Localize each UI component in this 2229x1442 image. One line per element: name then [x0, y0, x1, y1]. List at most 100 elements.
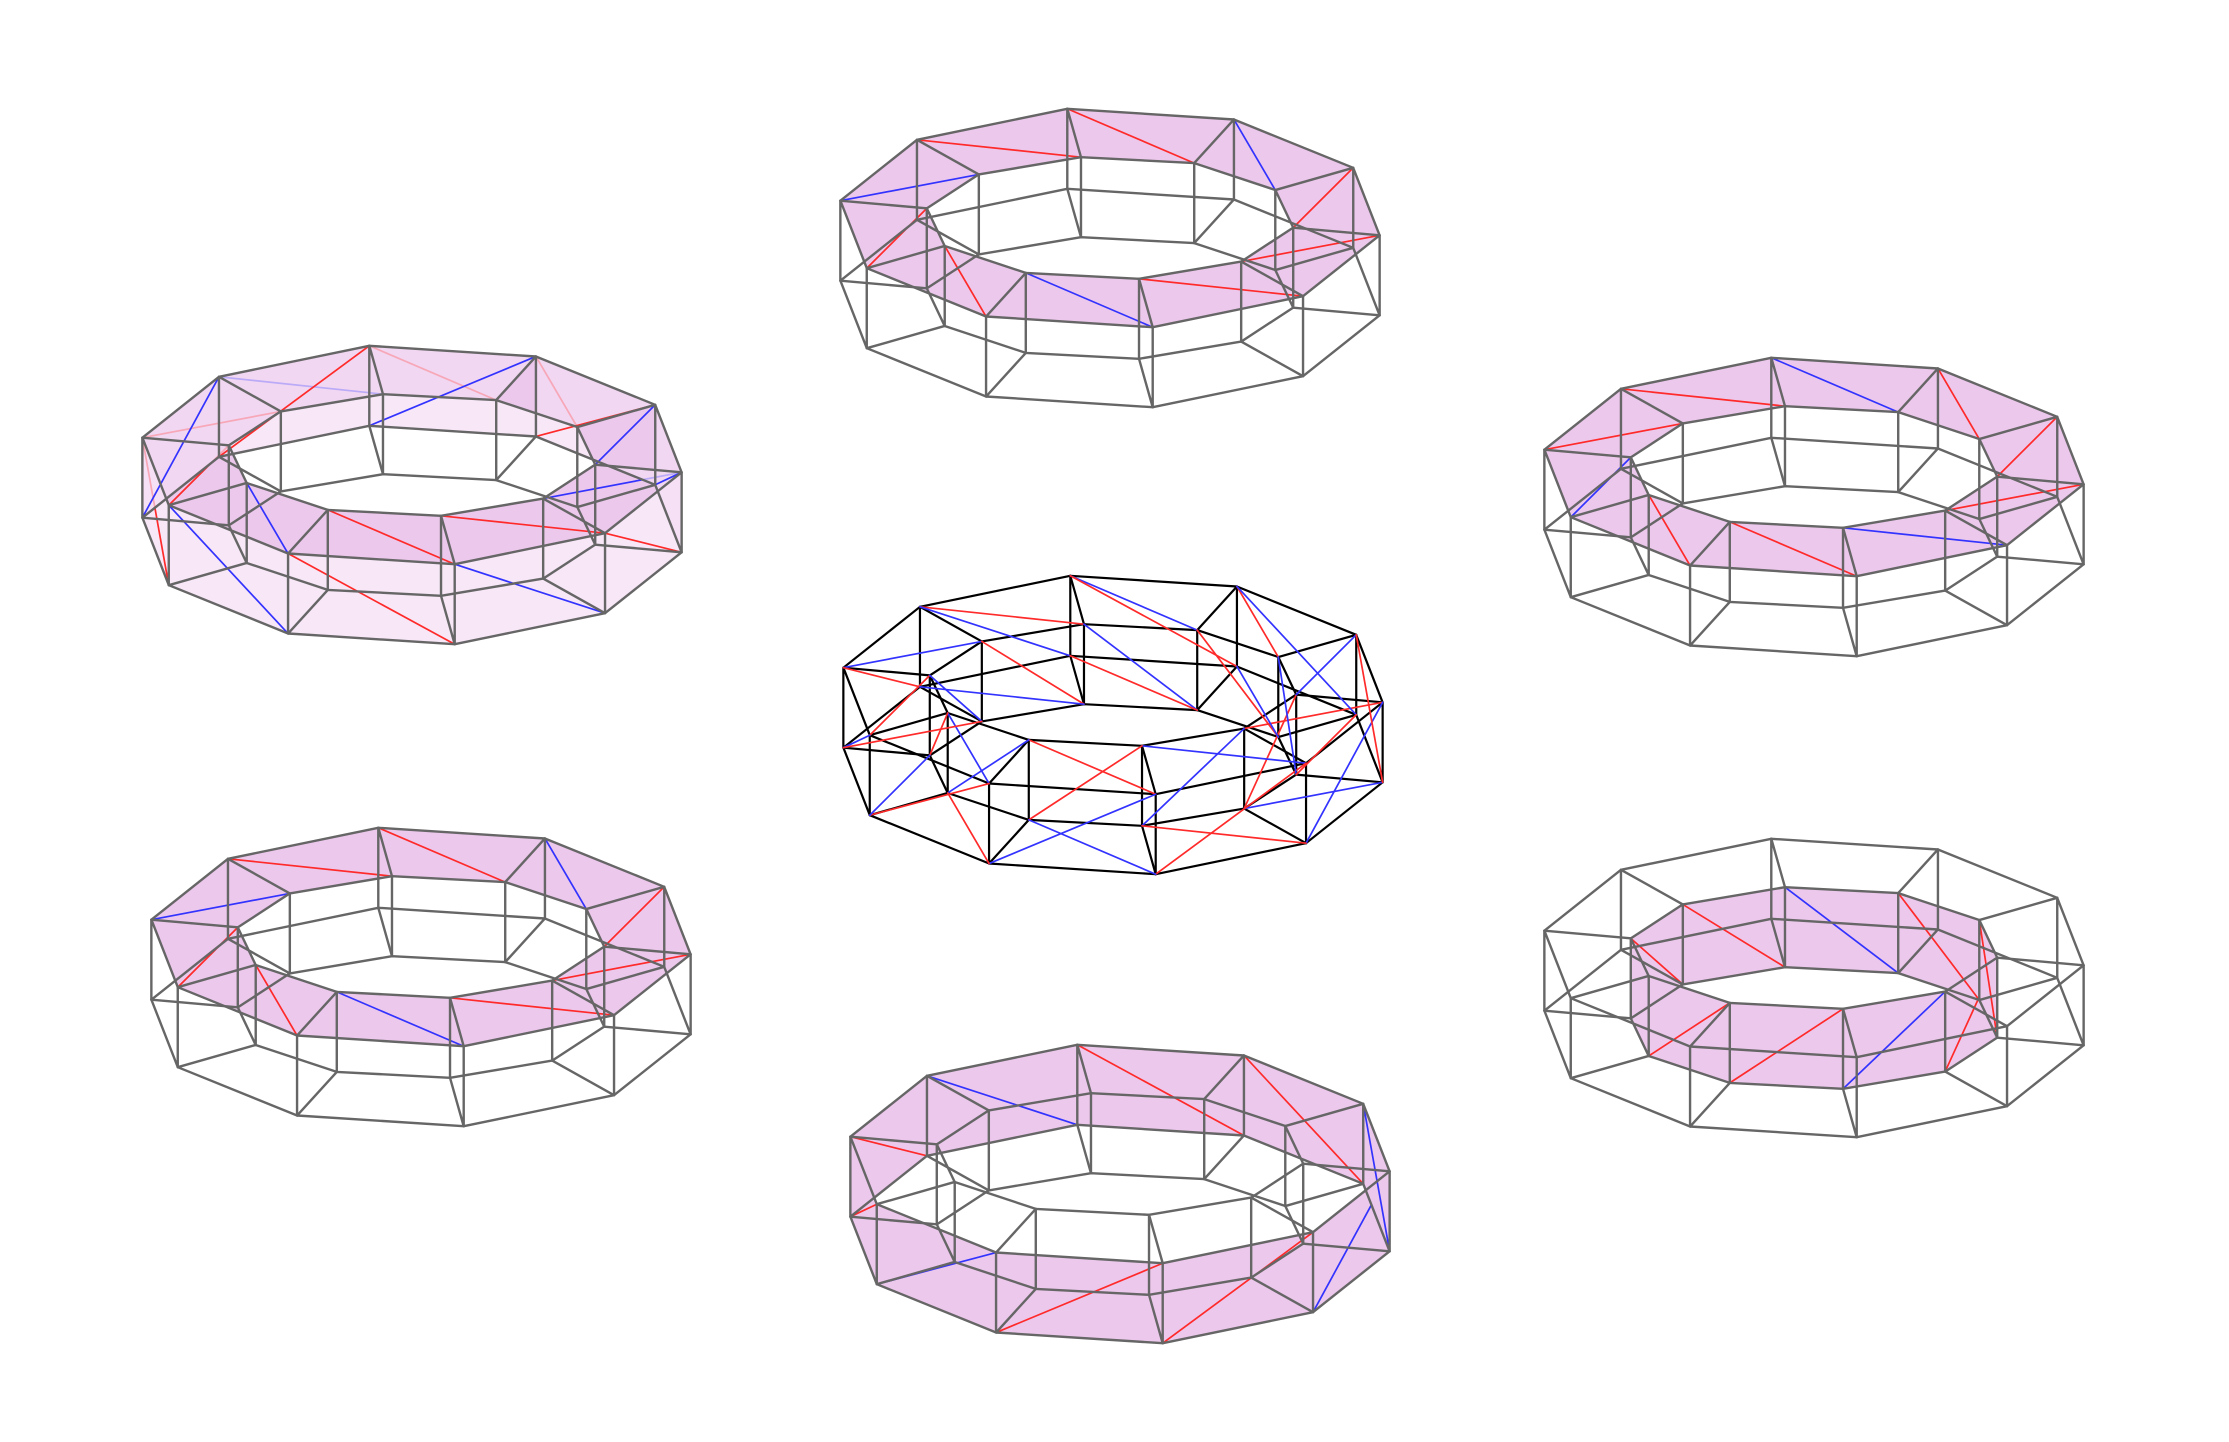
strut-edge — [1897, 367, 1940, 414]
band-diagonal — [287, 552, 456, 646]
strut-edge — [1996, 956, 2085, 967]
panel-center — [842, 574, 1384, 876]
cross-diagonal — [842, 640, 983, 669]
strut-edge — [377, 826, 394, 878]
band-diagonal — [1362, 1102, 1391, 1253]
strut-edge — [368, 344, 385, 396]
cross-diagonal — [1236, 585, 1280, 658]
band-diagonal — [377, 826, 507, 883]
strut-edge — [1193, 118, 1236, 165]
wireframe — [1543, 837, 2085, 1139]
band-diagonal — [218, 344, 371, 458]
band-diagonal — [839, 173, 980, 202]
band-diagonal — [603, 885, 666, 948]
cross-diagonal — [928, 712, 949, 757]
strut-edge — [1996, 1036, 2085, 1047]
band-diagonal — [440, 514, 606, 535]
strut-edge — [1978, 495, 2059, 521]
strut-edge — [1140, 744, 1157, 796]
band-diagonal — [1647, 494, 1691, 567]
strut-edge — [1239, 340, 1305, 378]
strut-edge — [1996, 555, 2085, 566]
strut-edge — [1203, 1054, 1246, 1101]
strut-edge — [1069, 574, 1086, 626]
band-diagonal — [1728, 521, 1858, 578]
cross-diagonal — [1277, 656, 1298, 776]
cross-diagonal — [1243, 701, 1384, 730]
strut-edge — [1239, 260, 1305, 298]
cross-diagonal — [1141, 727, 1246, 827]
band-diagonal — [1937, 367, 1981, 440]
band-faces — [849, 1043, 1391, 1345]
strut-edge — [1688, 600, 1731, 647]
strut-edge — [987, 818, 1030, 865]
strut-edge — [176, 963, 257, 989]
band-diagonal — [254, 964, 298, 1037]
strut-edge — [550, 979, 616, 1017]
wireframe — [141, 344, 683, 646]
strut-edge — [868, 711, 949, 737]
band-diagonal — [943, 245, 987, 318]
strut-edge — [504, 837, 547, 884]
cross-diagonal — [919, 605, 1085, 626]
cross-diagonal — [1355, 633, 1384, 784]
strut-edge — [167, 481, 248, 507]
band-diagonal — [1770, 356, 1900, 413]
wireframe — [839, 107, 1381, 409]
cross-diagonal — [842, 720, 983, 749]
strut-edge — [1619, 467, 1685, 505]
strut-edge — [1897, 848, 1940, 895]
band-diagonal — [1842, 526, 2008, 547]
strut-edge — [603, 1025, 692, 1036]
strut-edge — [1137, 277, 1154, 329]
strut-edge — [1619, 868, 1685, 906]
strut-edge — [286, 588, 329, 635]
strut-edge — [576, 483, 657, 509]
cross-diagonal — [1305, 701, 1384, 845]
strut-edge — [1543, 1009, 1632, 1020]
strut-edge — [839, 199, 928, 210]
cross-diagonal — [946, 739, 1030, 794]
panel-right-lower — [1543, 837, 2085, 1139]
strut-edge — [918, 685, 983, 723]
band-diagonal — [544, 837, 588, 910]
strut-edge — [1243, 727, 1308, 765]
strut-edge — [226, 937, 292, 975]
cross-diagonal — [919, 685, 1085, 706]
strut-edge — [875, 1260, 956, 1286]
band-diagonal — [594, 403, 657, 466]
strut-edge — [377, 906, 394, 958]
strut-edge — [1770, 917, 1787, 969]
strut-edge — [849, 1215, 938, 1226]
strut-edge — [1203, 1134, 1246, 1181]
cross-diagonal — [868, 674, 931, 737]
band-diagonal — [1138, 277, 1304, 298]
strut-edge — [1302, 1162, 1391, 1173]
strut-edge — [150, 998, 239, 1009]
strut-edge — [1770, 837, 1787, 889]
strut-edge — [1066, 107, 1083, 159]
band-diagonal — [1240, 234, 1381, 263]
strut-edge — [1688, 1081, 1731, 1128]
cross-diagonal — [842, 666, 921, 688]
cross-diagonal — [1295, 633, 1358, 696]
strut-edge — [1274, 166, 1355, 192]
strut-edge — [1943, 509, 2009, 547]
strut-edge — [1569, 1054, 1650, 1080]
strut-edge — [1996, 475, 2085, 486]
strut-edge — [1619, 387, 1685, 425]
strut-edge — [439, 514, 456, 566]
band-faces — [141, 344, 683, 646]
strut-edge — [842, 666, 931, 677]
strut-edge — [1569, 974, 1650, 1000]
cross-diagonal — [1196, 629, 1280, 738]
cross-diagonal — [1069, 574, 1199, 631]
strut-edge — [439, 594, 456, 646]
strut-edge — [1249, 1276, 1315, 1314]
strut-edge — [925, 1154, 991, 1192]
strut-edge — [984, 351, 1027, 398]
strut-edge — [1978, 896, 2059, 922]
cross-diagonal — [1236, 585, 1358, 716]
strut-edge — [1770, 436, 1787, 488]
band-diagonal — [1944, 483, 2085, 512]
